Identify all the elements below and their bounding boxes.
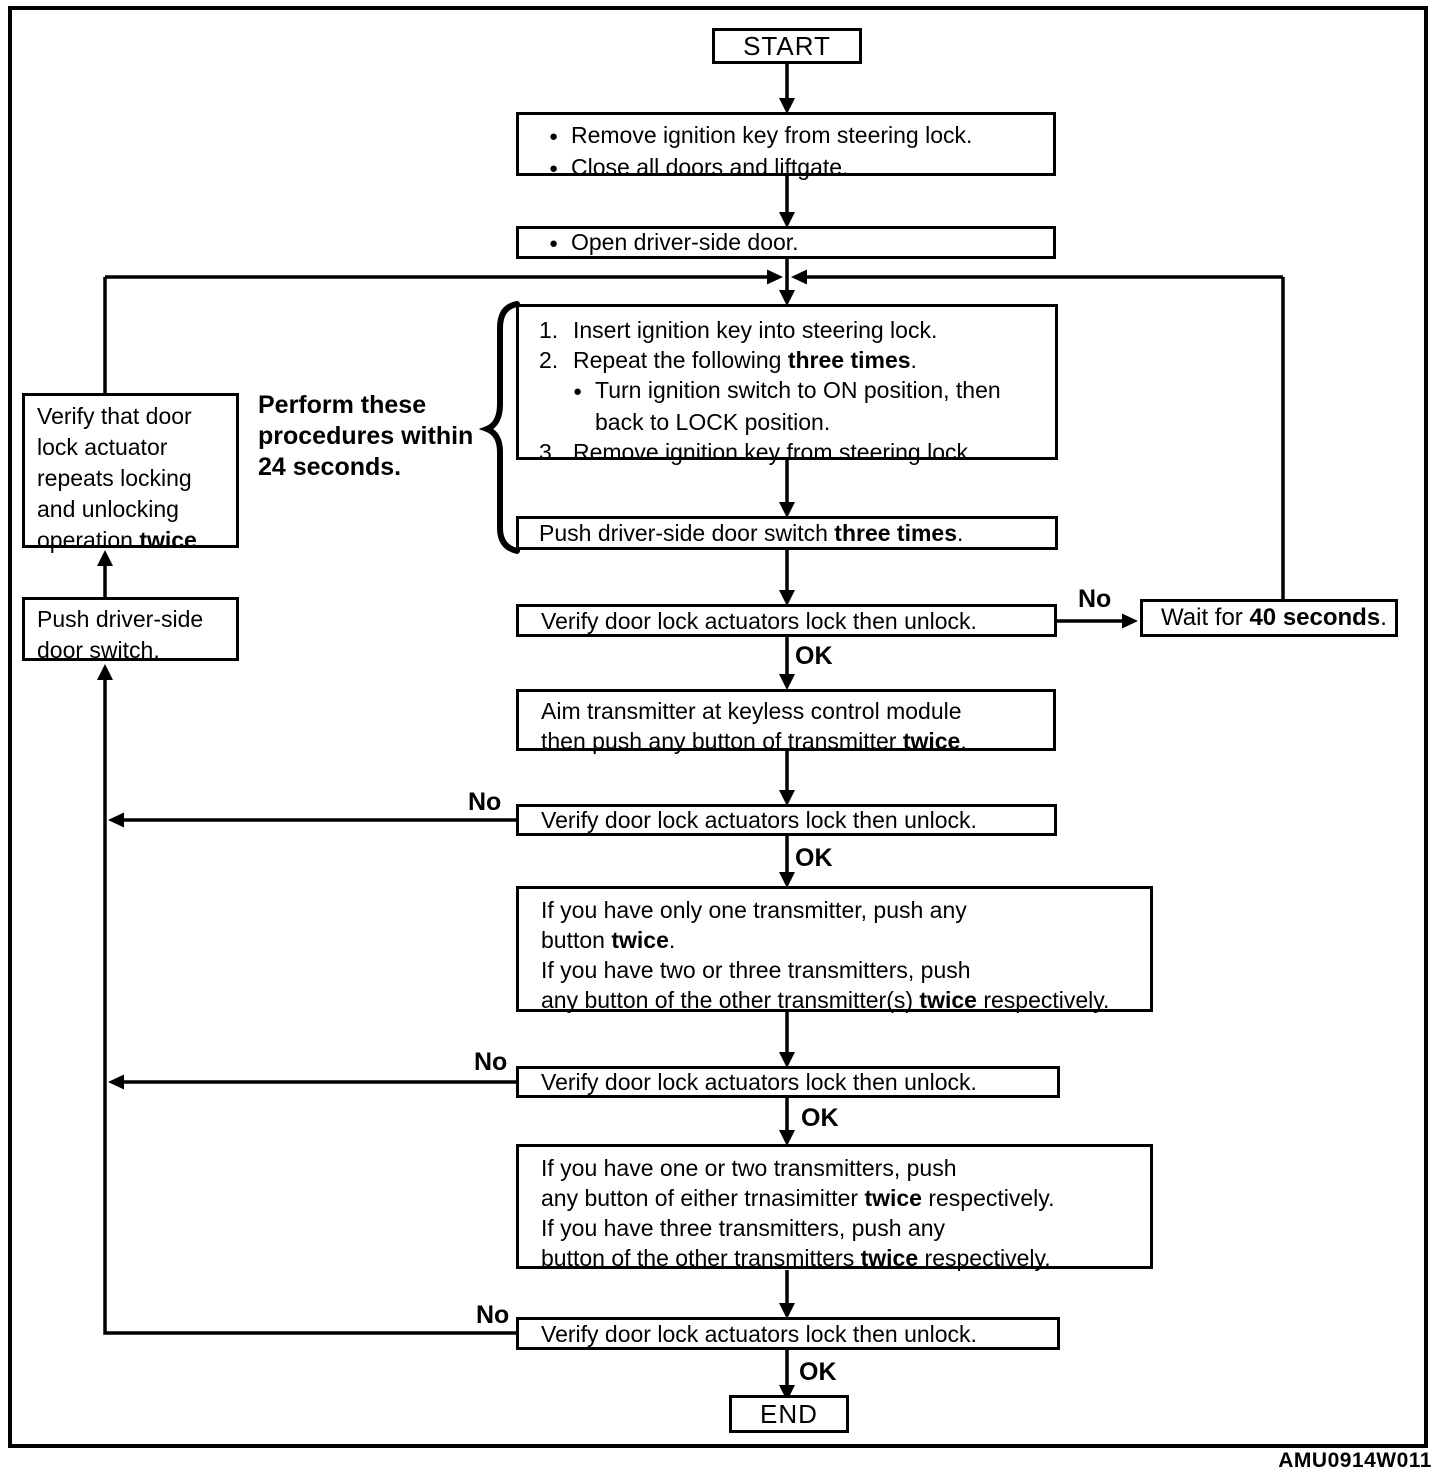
list-number: 2. [539,347,559,373]
figure-code: AMU0914W011 [1278,1449,1432,1472]
two-three-transmitters-node: If you have one or two transmitters, pus… [516,1144,1153,1271]
procedure-sub-item-cont: back to LOCK position. [595,409,831,435]
verify-lock-unlock-node-4: Verify door lock actuators lock then unl… [516,1317,1060,1350]
ok-label-1: OK [795,642,833,670]
diagram-border [8,6,1428,1448]
grouping-brace [478,301,520,554]
ok-label-2: OK [795,844,833,872]
push-door-switch-node: Push driver-side door switch. [22,597,239,663]
procedure-item-2: Repeat the following three times. [573,347,917,373]
open-door-node: ● Open driver-side door. [516,226,1056,259]
push-door-switch-three-times-node: Push driver-side door switch three times… [516,516,1058,550]
start-node: START [712,28,862,64]
wait-40-seconds-node: Wait for 40 seconds. [1140,599,1398,637]
verify-actuator-twice-node: Verify that door lock actuator repeats l… [22,393,239,553]
end-node: END [729,1395,849,1433]
ok-label-3: OK [801,1104,839,1132]
no-label-4: No [476,1301,510,1329]
ok-label-4: OK [799,1358,837,1386]
bullet-icon: ● [549,128,559,145]
verify-lock-unlock-node-1: Verify door lock actuators lock then unl… [516,604,1057,637]
ignition-procedure-node: 1. Insert ignition key into steering loc… [516,304,1058,465]
no-label-3: No [474,1048,508,1076]
list-number: 3. [539,439,559,465]
bullet-icon: ● [573,383,583,400]
aim-transmitter-node: Aim transmitter at keyless control modul… [516,689,1056,754]
prep-step-node: ● Remove ignition key from steering lock.… [516,112,1056,180]
bullet-icon: ● [549,234,559,252]
prep-bullet-2: Close all doors and liftgate. [571,154,849,180]
verify-lock-unlock-node-3: Verify door lock actuators lock then unl… [516,1066,1060,1098]
bullet-icon: ● [549,160,559,177]
push-door-switch-label: Push driver-side door switch. [37,606,204,663]
list-number: 1. [539,317,559,343]
prep-bullet-1: Remove ignition key from steering lock. [571,122,973,148]
one-transmitter-node: If you have only one transmitter, push a… [516,886,1153,1013]
no-label-2: No [468,788,502,816]
timing-note: Perform these procedures within 24 secon… [258,391,474,481]
open-door-label: Open driver-side door. [571,228,799,255]
end-label: END [760,1399,818,1429]
no-label-1: No [1078,585,1112,613]
procedure-sub-item: ●Turn ignition switch to ON position, th… [573,375,1055,407]
start-label: START [743,31,831,61]
verify-lock-unlock-node-2: Verify door lock actuators lock then unl… [516,804,1057,836]
procedure-item-1: Insert ignition key into steering lock. [573,317,938,343]
flow-lines [103,64,1285,1387]
procedure-item-3: Remove ignition key from steering lock. [573,439,975,465]
arrowheads [97,98,1138,1401]
